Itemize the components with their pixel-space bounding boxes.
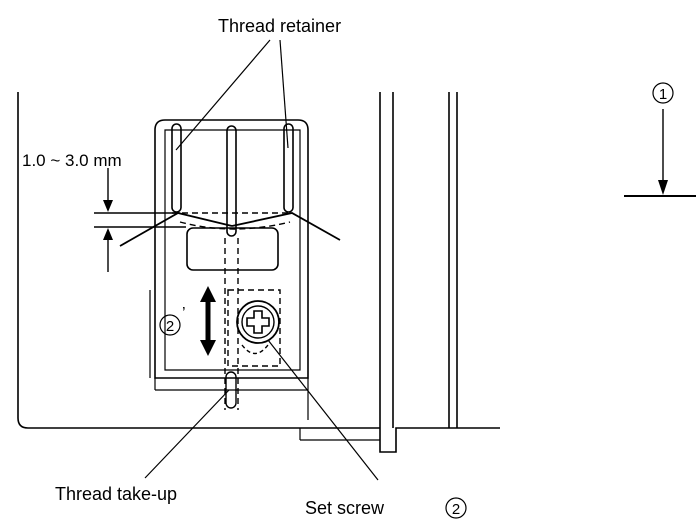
set-screw-outer-ring [236,300,280,344]
set-screw [236,300,280,344]
thread-path [119,212,341,247]
retainer-window [186,227,279,271]
retainer-plate-inner [164,129,301,371]
dimension-arrow-top-head [103,200,113,212]
leader-retainer-left [175,39,271,151]
reference-arrow-head [658,180,668,195]
retainer-plate [149,119,309,420]
thread-retainer-label: Thread retainer [218,16,341,36]
thread-left [119,212,233,247]
set-screw-lower-arc [241,344,269,355]
set-screw-number: 2 [452,501,460,518]
set-screw-housing-dashed [227,289,281,367]
set-screw-label: Set screw [305,498,385,518]
thread-right [231,212,341,241]
take-up-bar [224,238,281,410]
leader-take-up [144,389,230,479]
take-up-slot [226,125,237,237]
adjust-marker-circle [159,314,181,336]
adjust-marker-number: 2 [166,318,174,335]
adjust-marker-prime: ’ [182,305,186,322]
reference-number-circle [652,82,674,104]
adjust-arrow-head-down [200,340,216,356]
phillips-cross-icon [246,310,270,334]
dimension-marker [94,168,186,272]
take-up-lower-slot [225,371,237,409]
reference-marker: 1 [624,82,696,197]
frame-left-edge [17,92,380,429]
thread-take-up-label: Thread take-up [55,484,177,504]
dimension-arrow-bottom-head [103,228,113,240]
leader-lines [144,39,379,481]
leader-retainer-right [279,39,289,149]
adjust-arrow-head-up [200,286,216,302]
set-screw-head [241,305,275,339]
retainer-slot-right [283,123,294,213]
retainer-plate-outline [154,119,309,379]
machine-frame [17,92,500,453]
dimension-label: 1.0 ~ 3.0 mm [22,151,122,170]
frame-center-right [379,92,500,453]
set-screw-number-circle [445,497,467,519]
reference-number: 1 [659,86,667,103]
leader-set-screw [267,339,379,481]
adjust-direction-arrow [200,286,216,356]
thread-dashed-lower [179,221,291,230]
retainer-slot-left [171,123,182,213]
